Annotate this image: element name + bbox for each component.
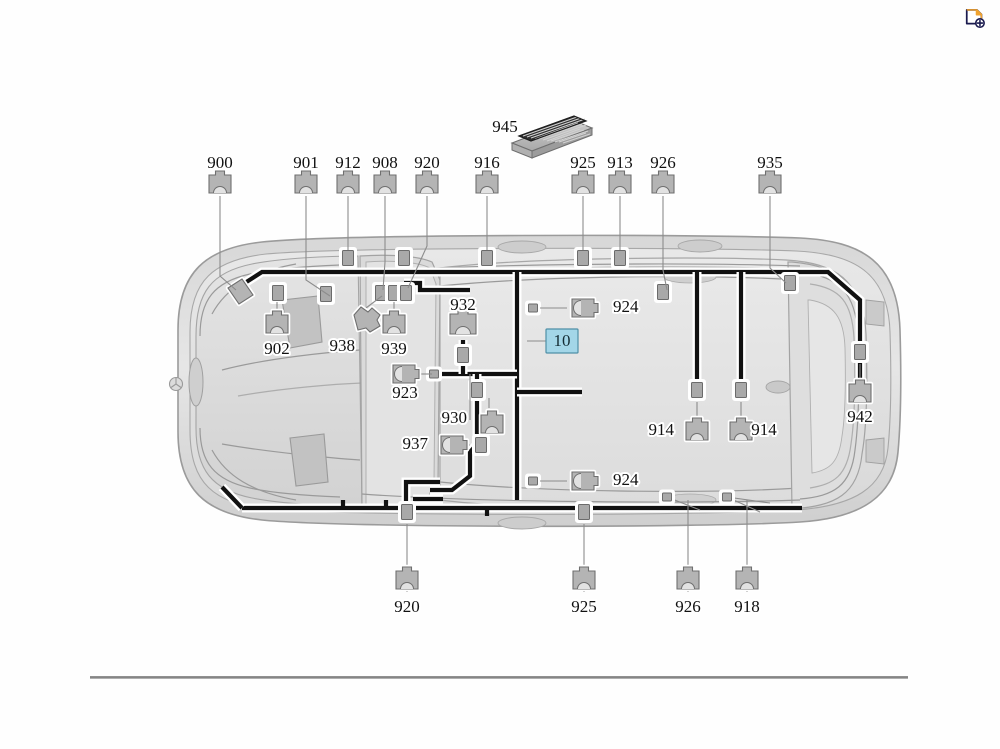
connector-937 (441, 436, 467, 454)
connector-912 (337, 171, 359, 193)
connector-924-upper (572, 299, 598, 317)
callout-label-908: 908 (372, 153, 398, 172)
callout-label-912: 912 (335, 153, 361, 172)
callout-label-930: 930 (442, 408, 468, 427)
callout-label-913: 913 (607, 153, 633, 172)
callout-label-925: 925 (570, 153, 596, 172)
connector-913 (609, 171, 631, 193)
callout-label-937: 937 (403, 434, 429, 453)
connector-942 (849, 380, 871, 402)
highlight-10-label: 10 (554, 331, 571, 350)
connector-918 (736, 567, 758, 589)
connector-925-top (572, 171, 594, 193)
connector-920-top (416, 171, 438, 193)
connector-902 (266, 311, 288, 333)
callout-label-932: 932 (450, 295, 476, 314)
callout-label-918: 918 (734, 597, 760, 616)
connector-924-lower (572, 472, 598, 490)
connector-926-bottom (677, 567, 699, 589)
callout-label-935: 935 (757, 153, 783, 172)
connector-923 (393, 365, 419, 383)
connector-938 (354, 307, 380, 332)
highlight-10[interactable]: 10 (545, 328, 579, 354)
connector-939 (383, 311, 405, 333)
connector-930 (481, 411, 503, 433)
connector-914-right (730, 418, 752, 440)
connector-920-bottom (396, 567, 418, 589)
callout-label-900: 900 (207, 153, 233, 172)
connector-901 (295, 171, 317, 193)
callout-label-926: 926 (675, 597, 701, 616)
callout-label-923: 923 (392, 383, 418, 402)
connector-926-top (652, 171, 674, 193)
footer-separator (90, 676, 908, 679)
callout-label-920: 920 (414, 153, 440, 172)
brand-emblem (168, 376, 184, 392)
callout-label-938: 938 (330, 336, 356, 355)
callout-label-902: 902 (264, 339, 290, 358)
toolbar (0, 0, 1000, 34)
callout-label-925: 925 (571, 597, 597, 616)
connector-925-bottom (573, 567, 595, 589)
callout-label-901: 901 (293, 153, 319, 172)
callout-label-945: 945 (492, 117, 518, 136)
callout-label-939: 939 (381, 339, 407, 358)
connector-945-strip (510, 115, 594, 159)
connector-916 (476, 171, 498, 193)
callout-labels: 900 901 912 908 920 916 925 913 926 935 920 925 926 9… (205, 115, 875, 618)
connector-900-plug (225, 276, 256, 307)
callout-label-924: 924 (613, 470, 639, 489)
callout-label-942: 942 (847, 407, 873, 426)
connector-900 (209, 171, 231, 193)
connector-914-left (686, 418, 708, 440)
callout-label-924: 924 (613, 297, 639, 316)
callout-label-916: 916 (474, 153, 500, 172)
callout-label-920: 920 (394, 597, 420, 616)
connector-935 (759, 171, 781, 193)
callout-label-914: 914 (649, 420, 675, 439)
callout-label-914: 914 (751, 420, 777, 439)
connector-908 (374, 171, 396, 193)
add-to-page-icon[interactable] (964, 8, 986, 30)
callout-label-926: 926 (650, 153, 676, 172)
